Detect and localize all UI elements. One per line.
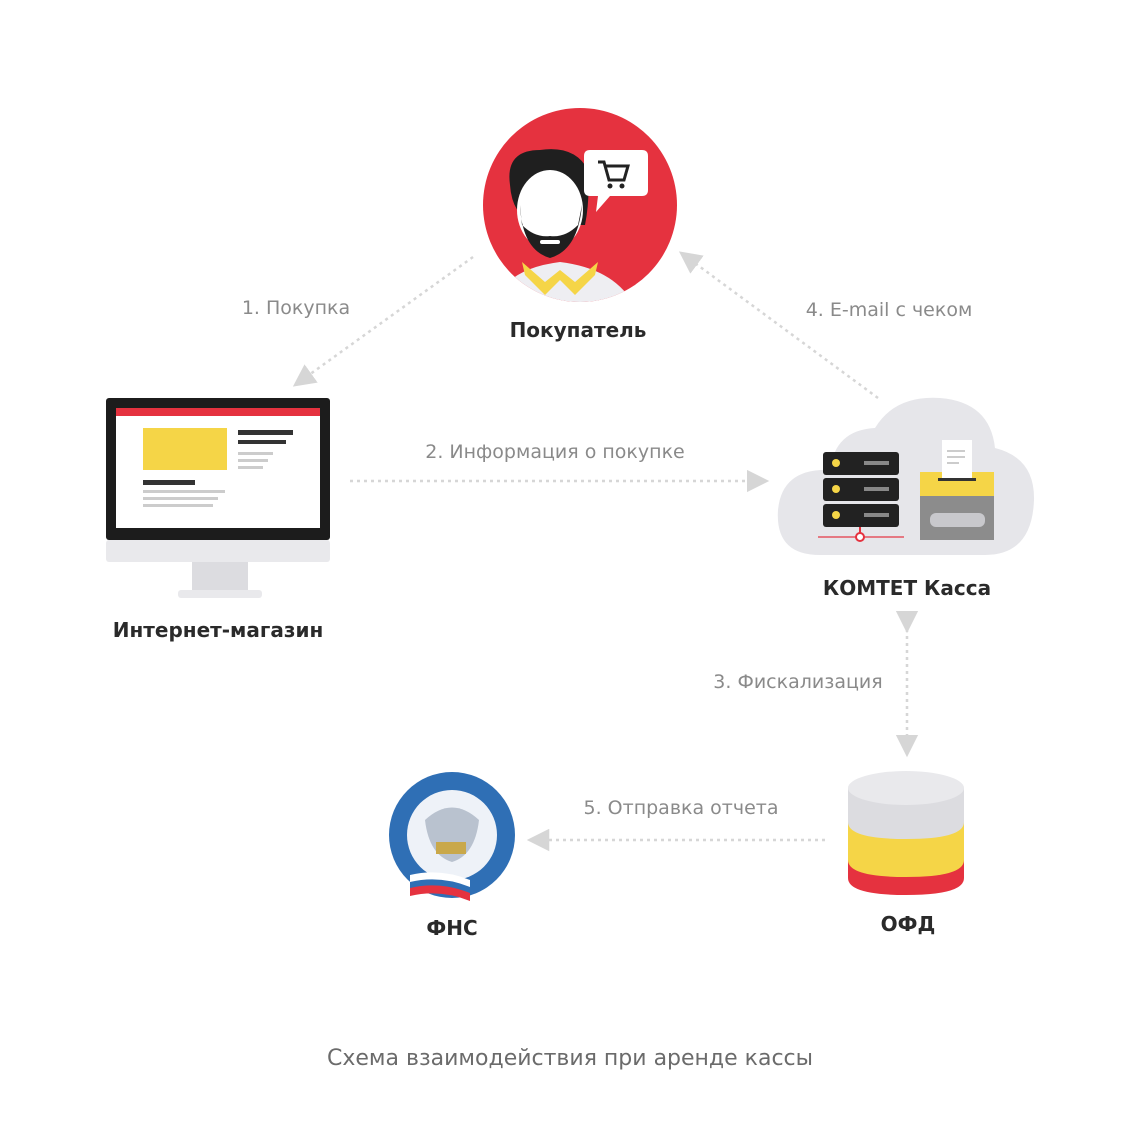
connector-email xyxy=(678,251,879,400)
diagram-caption: Схема взаимодействия при аренде кассы xyxy=(326,1046,814,1071)
ofd-label: ОФД xyxy=(880,912,936,936)
fns-label: ФНС xyxy=(426,916,478,940)
komtet-cloud-icon xyxy=(777,397,1035,555)
cash-register-icon xyxy=(920,440,994,540)
komtet-label: КОМТЕТ Касса xyxy=(822,576,992,600)
step-email-label: 4. E-mail с чеком xyxy=(805,299,973,321)
step-purchase-label: 1. Покупка xyxy=(241,297,351,319)
server-rack-icon xyxy=(818,452,904,542)
fns-emblem-icon xyxy=(389,772,515,901)
ofd-database-icon xyxy=(848,771,964,895)
step-fiscalization-label: 3. Фискализация xyxy=(713,671,883,693)
customer-avatar-icon xyxy=(483,108,677,302)
connector-purchase xyxy=(292,255,474,387)
online-shop-monitor-icon xyxy=(106,398,330,598)
step-purchase-info-label: 2. Информация о покупке xyxy=(425,441,685,463)
step-report-label: 5. Отправка отчета xyxy=(583,797,779,819)
cart-icon xyxy=(598,160,630,189)
customer-label: Покупатель xyxy=(509,318,647,342)
shop-label: Интернет-магазин xyxy=(112,618,324,642)
